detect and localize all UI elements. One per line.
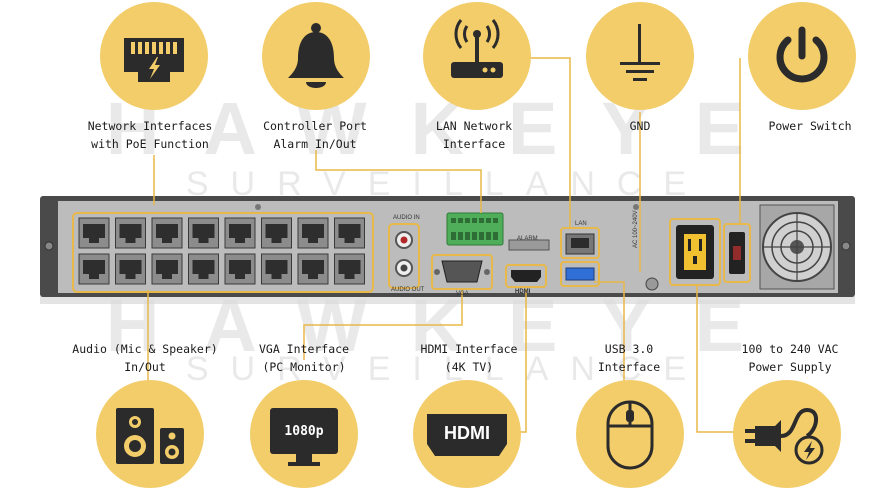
speaker-icon <box>116 408 184 464</box>
panel-label-audio-in: AUDIO IN <box>393 215 420 221</box>
label-vga: VGA Interface(PC Monitor) <box>258 342 349 374</box>
power-icon <box>776 26 828 83</box>
label-audio: Audio (Mic & Speaker)In/Out <box>72 342 218 374</box>
connector-lines <box>147 57 745 433</box>
poe-port-socket <box>265 224 288 243</box>
usb-highlight <box>560 261 600 287</box>
poe-port-socket <box>302 224 324 243</box>
alarm-connector-strip <box>508 239 550 251</box>
router-icon <box>451 19 503 78</box>
panel-label-audio-out: AUDIO OUT <box>391 287 425 293</box>
screw-top-1 <box>255 204 261 210</box>
monitor-icon <box>270 408 338 466</box>
poe-port-socket <box>156 224 178 243</box>
feature-circle-usb <box>576 380 684 488</box>
gnd-terminal <box>645 277 659 291</box>
poe-port-socket <box>83 224 105 243</box>
feature-circle-gnd <box>586 2 694 110</box>
poe-port-socket <box>265 260 288 279</box>
screw-left <box>44 241 54 251</box>
poe-port-socket <box>119 224 142 243</box>
feature-circle-lan <box>423 2 531 110</box>
poe-port-socket <box>192 260 215 279</box>
poe-port-socket <box>229 224 251 243</box>
vga-screw-left <box>434 269 440 275</box>
feature-circle-vga: 1080p <box>250 380 358 488</box>
feature-circle-poe <box>100 2 208 110</box>
bell-icon <box>288 23 344 88</box>
screw-top-2 <box>633 204 639 210</box>
feature-circle-power-supply <box>733 380 841 488</box>
vga-screw-right <box>484 269 490 275</box>
vga-port <box>441 260 483 283</box>
poe-port-socket <box>338 224 361 243</box>
poe-port-socket <box>338 260 361 279</box>
panel-label-lan: LAN <box>575 221 587 227</box>
mouse-icon <box>606 400 654 470</box>
screw-right <box>841 241 851 251</box>
alarm-terminal-block <box>446 212 504 246</box>
panel-label-power-rating: AC 100~240V <box>633 210 639 248</box>
ground-icon <box>620 24 660 81</box>
hdmi-icon <box>427 414 507 456</box>
panel-label-alarm: ALARM <box>517 236 538 242</box>
hdmi-highlight <box>505 264 547 288</box>
usb-port <box>565 267 595 281</box>
hdmi-port <box>511 270 541 282</box>
poe-port-socket <box>156 260 178 279</box>
poe-port-socket <box>302 260 324 279</box>
poe-port-socket <box>229 260 251 279</box>
feature-circle-power-switch <box>748 2 856 110</box>
plug-icon <box>745 407 824 465</box>
feature-circle-alarm <box>262 2 370 110</box>
audio-in-center <box>400 236 408 244</box>
poe-port-socket <box>119 260 142 279</box>
poe-port-socket <box>83 260 105 279</box>
poe-ports-highlight <box>72 212 374 293</box>
label-power-switch: Power Switch <box>768 119 852 133</box>
lan-highlight <box>560 227 600 259</box>
audio-out-center <box>400 264 408 272</box>
audio-highlight <box>388 223 420 289</box>
poe-port-grid <box>78 217 365 285</box>
resolution-label: 1080p <box>284 424 324 439</box>
poe-port-socket <box>192 224 215 243</box>
hdmi-logo-text: HDMI <box>444 423 490 443</box>
watermark-sub-bottom: SURVEILLANCE <box>185 350 709 388</box>
label-hdmi: HDMI Interface(4K TV) <box>420 342 518 374</box>
power-inlet-highlight <box>669 218 721 286</box>
ethernet-port-icon <box>124 38 184 82</box>
feature-circle-hdmi: HDMI <box>413 380 521 488</box>
power-switch-highlight <box>723 223 751 283</box>
panel-label-vga: VGA <box>456 291 469 297</box>
label-gnd: GND <box>629 119 651 133</box>
feature-circle-audio <box>96 380 204 488</box>
device-shadow <box>40 296 855 304</box>
panel-label-hdmi: HDMI <box>515 289 531 295</box>
